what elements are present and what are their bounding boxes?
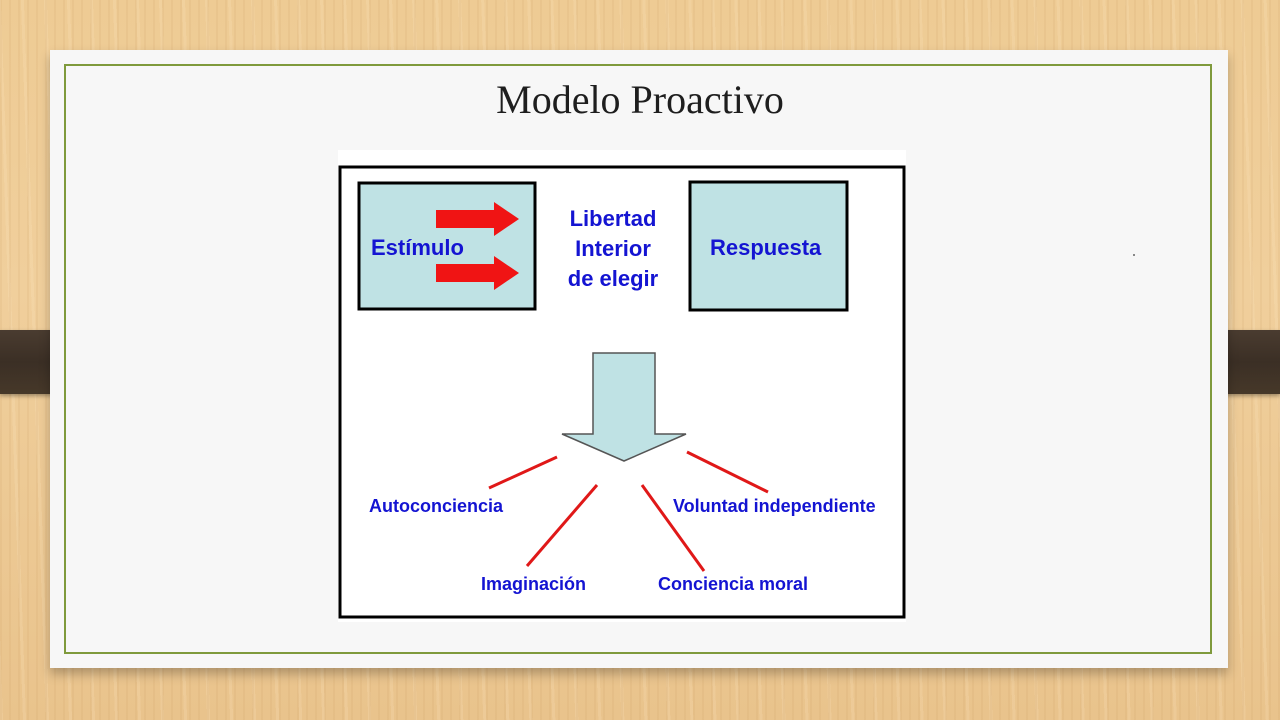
stimulus-box — [357, 181, 537, 311]
connector-voluntad — [686, 450, 769, 494]
response-box — [688, 180, 849, 312]
stimulus-label: Estímulo — [371, 235, 464, 260]
diagram-frame — [338, 165, 906, 619]
proactive-model-diagram: Estímulo Libertad Interior de elegir Res… — [338, 150, 906, 622]
freedom-label: Libertad Interior de elegir — [548, 204, 678, 294]
freedom-line-2: Interior — [575, 236, 651, 261]
autoconciencia-label: Autoconciencia — [369, 496, 504, 516]
imaginacion-label: Imaginación — [481, 574, 587, 594]
diagram-graphics — [338, 165, 906, 619]
connector-imaginacion — [525, 484, 599, 567]
connector-autoconciencia — [488, 455, 558, 490]
response-label: Respuesta — [710, 235, 822, 260]
slide-title: Modelo Proactivo — [496, 77, 784, 122]
conciencia-moral-label: Conciencia moral — [658, 574, 809, 594]
red-arrow-bottom — [436, 256, 519, 290]
freedom-line-3: de elegir — [567, 266, 659, 291]
red-arrow-top — [436, 202, 519, 236]
down-arrow — [561, 352, 687, 462]
stray-dot — [1133, 254, 1135, 256]
slide-border — [64, 64, 1212, 654]
freedom-line-1: Libertad — [569, 206, 657, 231]
connector-conciencia-moral — [640, 484, 706, 572]
voluntad-independiente-label: Voluntad independiente — [673, 496, 876, 516]
